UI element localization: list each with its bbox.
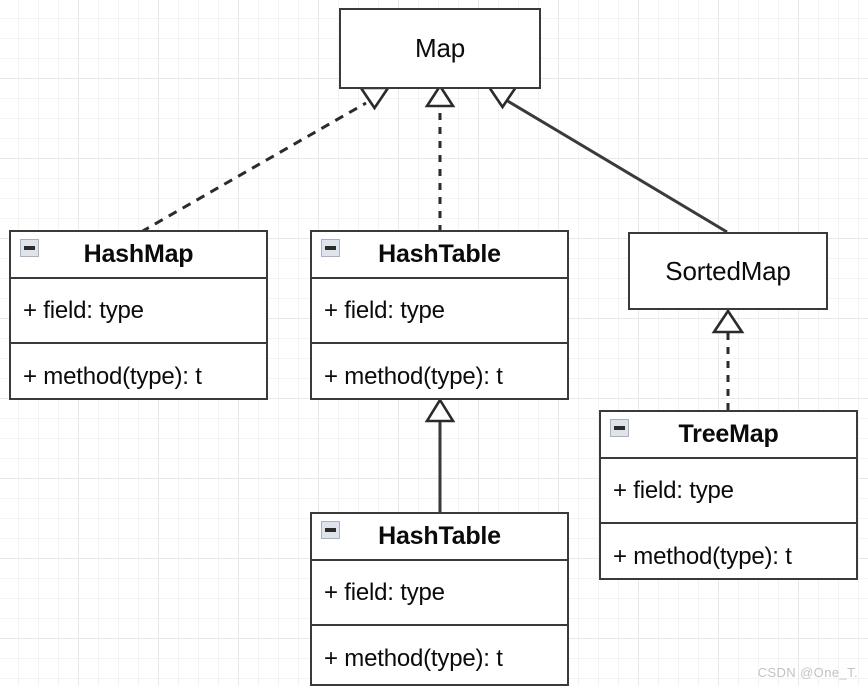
uml-attribute-row: + field: type xyxy=(312,279,567,344)
uml-attribute-row: + field: type xyxy=(11,279,266,344)
uml-class-header-treemap: TreeMap xyxy=(601,412,856,459)
uml-class-title-treemap: TreeMap xyxy=(678,420,779,448)
uml-class-header-sortedmap: SortedMap xyxy=(630,234,826,308)
uml-method-text: + method(type): t xyxy=(23,362,202,390)
arrowhead-hollow-triangle-hashmap xyxy=(358,86,391,111)
uml-class-map[interactable]: Map xyxy=(339,8,541,89)
edge-hashmap-to-map xyxy=(140,86,391,234)
uml-class-header-hashtable-bottom: HashTable xyxy=(312,514,567,561)
uml-method-row: + method(type): t xyxy=(312,344,567,409)
watermark: CSDN @One_T. xyxy=(757,665,858,680)
uml-attribute-text: + field: type xyxy=(23,296,144,324)
arrowhead-hollow-triangle-treemap xyxy=(711,308,745,334)
uml-class-header-map: Map xyxy=(341,10,539,87)
uml-class-treemap[interactable]: TreeMap + field: type + method(type): t xyxy=(599,410,858,580)
arrowhead-hollow-triangle-sortedmap xyxy=(486,85,519,110)
uml-method-text: + method(type): t xyxy=(324,644,503,672)
minus-icon-bar xyxy=(325,246,336,250)
uml-class-title-hashtable-top: HashTable xyxy=(378,240,501,268)
uml-class-header-hashmap: HashMap xyxy=(11,232,266,279)
uml-class-hashtable-top[interactable]: HashTable + field: type + method(type): … xyxy=(310,230,569,400)
uml-attribute-text: + field: type xyxy=(613,476,734,504)
edge-hashtable-to-map xyxy=(424,83,456,232)
minus-icon[interactable] xyxy=(321,521,340,539)
uml-method-row: + method(type): t xyxy=(312,626,567,686)
minus-icon-bar xyxy=(614,426,625,430)
uml-class-header-hashtable-top: HashTable xyxy=(312,232,567,279)
uml-class-title-sortedmap: SortedMap xyxy=(665,255,791,286)
edge-sortedmap-to-map xyxy=(486,85,728,234)
uml-attribute-row: + field: type xyxy=(601,459,856,524)
uml-class-title-map: Map xyxy=(415,33,465,63)
uml-method-row: + method(type): t xyxy=(601,524,856,589)
uml-class-hashtable-bottom[interactable]: HashTable + field: type + method(type): … xyxy=(310,512,569,686)
uml-method-text: + method(type): t xyxy=(613,542,792,570)
minus-icon-bar xyxy=(24,246,35,250)
uml-class-title-hashtable-bottom: HashTable xyxy=(378,522,501,550)
uml-class-hashmap[interactable]: HashMap + field: type + method(type): t xyxy=(9,230,268,400)
uml-attribute-text: + field: type xyxy=(324,578,445,606)
uml-class-sortedmap[interactable]: SortedMap xyxy=(628,232,828,310)
edge-line-sortedmap-to-map xyxy=(505,98,728,234)
minus-icon[interactable] xyxy=(20,239,39,257)
minus-icon-bar xyxy=(325,528,336,532)
uml-attribute-row: + field: type xyxy=(312,561,567,626)
edge-treemap-to-sortedmap xyxy=(711,308,745,410)
edge-hashtable-bottom-to-top xyxy=(424,397,456,514)
uml-attribute-text: + field: type xyxy=(324,296,445,324)
minus-icon[interactable] xyxy=(610,419,629,437)
uml-method-row: + method(type): t xyxy=(11,344,266,409)
uml-class-title-hashmap: HashMap xyxy=(83,240,194,268)
uml-method-text: + method(type): t xyxy=(324,362,503,390)
edge-line-hashmap-to-map xyxy=(140,101,367,234)
arrowhead-hollow-triangle-hashtable xyxy=(424,83,456,108)
minus-icon[interactable] xyxy=(321,239,340,257)
